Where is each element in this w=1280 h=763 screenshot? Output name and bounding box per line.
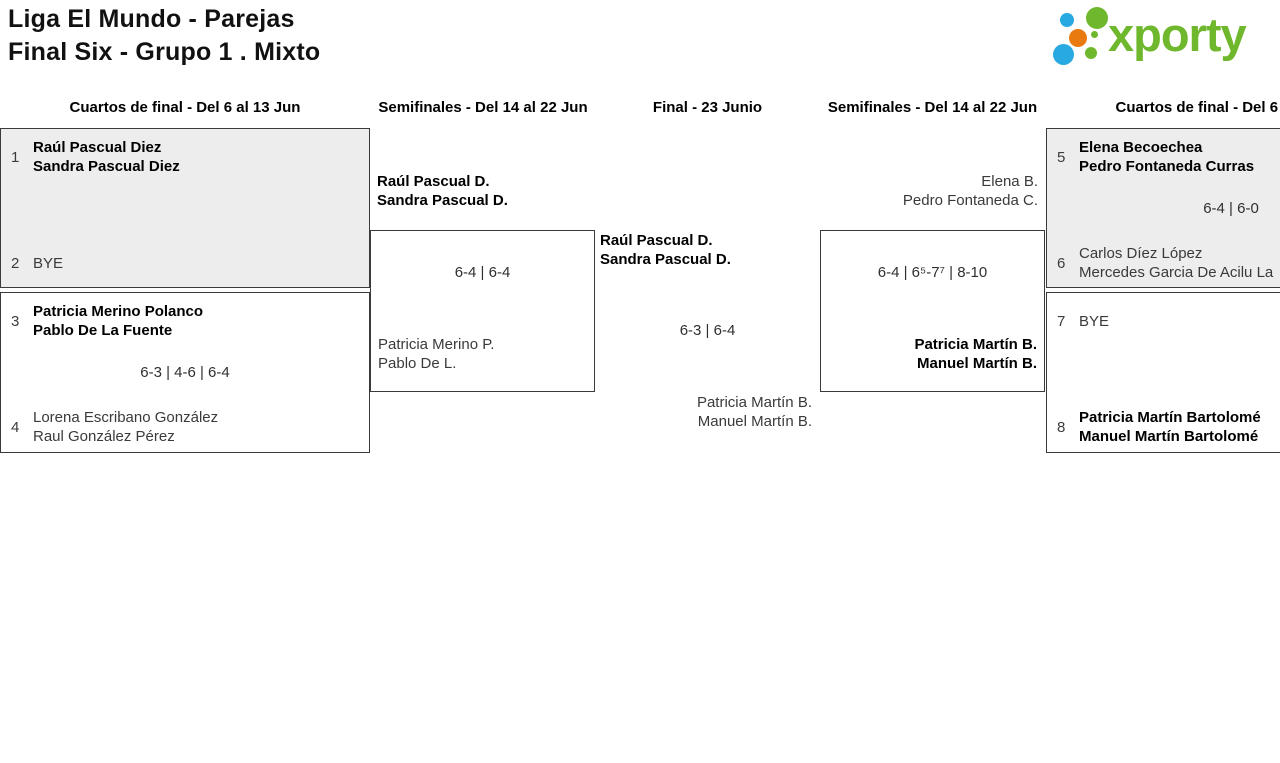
round-header-sf-right: Semifinales - Del 14 al 22 Jun [827,99,1038,116]
seed-number: 7 [1057,312,1066,330]
match-qf-right-2[interactable]: 7 BYE 8 Patricia Martín Bartolomé Manuel… [1046,292,1280,453]
match-score: 6-4 | 6-4 [454,264,511,281]
team-row-top: 3 Patricia Merino Polanco Pablo De La Fu… [11,301,361,341]
round-header-qf-right: Cuartos de final - Del 6 al 13 Jun [1115,99,1280,116]
team-row-bottom: 8 Patricia Martín Bartolomé Manuel Martí… [1057,407,1280,447]
logo-dot-green-tiny [1091,31,1098,38]
match-score: 6-4 | 6-0 [1203,200,1259,217]
team-name: Patricia Merino Polanco Pablo De La Fuen… [33,303,204,339]
match-qf-left-1[interactable]: 1 Raúl Pascual Diez Sandra Pascual Diez … [0,128,370,288]
match-sf-left[interactable]: 6-4 | 6-4 Patricia Merino P. Pablo De L. [370,230,595,392]
team-row-bottom: 6 Carlos Díez López Mercedes Garcia De A… [1057,243,1280,283]
logo-dot-green-large [1086,7,1108,29]
logo-wordmark: xporty [1108,7,1247,61]
page-title-line2: Final Six - Grupo 1 . Mixto [8,38,321,66]
seed-number: 2 [11,254,20,272]
logo-dot-orange [1069,29,1087,47]
seed-number: 1 [11,148,20,166]
page-title-line1: Liga El Mundo - Parejas [8,5,295,33]
xporty-logo[interactable]: xporty [1045,0,1280,72]
team-name: Carlos Díez López Mercedes Garcia De Aci… [1079,245,1274,281]
seed-number: 3 [11,312,20,330]
team-name: Patricia Merino P. Pablo De L. [378,336,495,372]
team-name: Patricia Martín B. Manuel Martín B. [914,336,1037,372]
team-row-top: 5 Elena Becoechea Pedro Fontaneda Curras [1057,137,1280,177]
logo-dot-green-small [1085,47,1097,59]
match-score: 6-4 | 6⁵-7⁷ | 8-10 [877,264,988,281]
team-name: Raúl Pascual Diez Sandra Pascual Diez [33,139,180,175]
logo-dot-blue-small [1060,13,1074,27]
team-name: Lorena Escribano González Raul González … [33,409,219,445]
match-score-final: 6-3 | 6-4 [679,322,736,339]
team-row-top: 7 BYE [1057,301,1280,341]
team-name-final-bottom: Patricia Martín B. Manuel Martín B. [696,394,812,430]
match-sf-right[interactable]: 6-4 | 6⁵-7⁷ | 8-10 Patricia Martín B. Ma… [820,230,1045,392]
team-name-sf-left-top: Raúl Pascual D. Sandra Pascual D. [377,173,508,209]
match-qf-right-1[interactable]: 5 Elena Becoechea Pedro Fontaneda Curras… [1046,128,1280,288]
match-score: 6-3 | 4-6 | 6-4 [140,364,230,381]
match-qf-left-2[interactable]: 3 Patricia Merino Polanco Pablo De La Fu… [0,292,370,453]
team-name-final-top: Raúl Pascual D. Sandra Pascual D. [600,232,731,268]
round-header-sf-left: Semifinales - Del 14 al 22 Jun [378,99,588,116]
logo-dot-blue-large [1053,44,1074,65]
team-row-bottom: 2 BYE [11,243,361,283]
team-name-sf-right-top: Elena B. Pedro Fontaneda C. [902,173,1038,209]
round-header-final: Final - 23 Junio [652,99,763,116]
page-title: Liga El Mundo - Parejas Final Six - Grup… [8,3,320,69]
seed-number: 4 [11,418,20,436]
team-row-bottom: 4 Lorena Escribano González Raul Gonzále… [11,407,361,447]
seed-number: 8 [1057,418,1066,436]
round-header-qf-left: Cuartos de final - Del 6 al 13 Jun [69,99,301,116]
team-row-top: 1 Raúl Pascual Diez Sandra Pascual Diez [11,137,361,177]
seed-number: 6 [1057,254,1066,272]
team-name: Elena Becoechea Pedro Fontaneda Curras [1079,139,1255,175]
team-name: BYE [33,254,64,272]
seed-number: 5 [1057,148,1066,166]
team-name: BYE [1079,312,1110,330]
team-name: Patricia Martín Bartolomé Manuel Martín … [1079,409,1261,445]
